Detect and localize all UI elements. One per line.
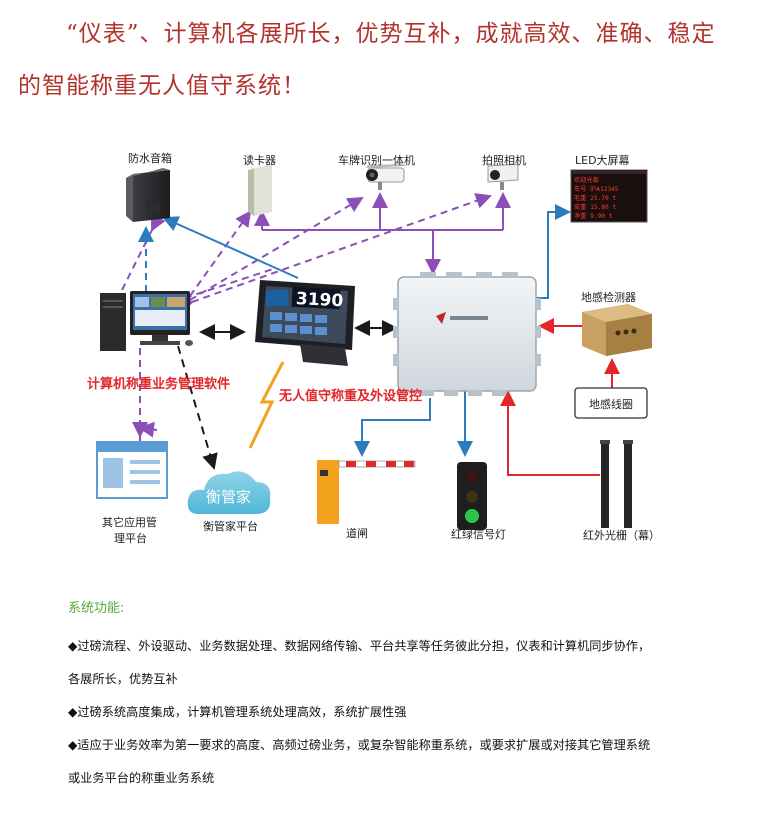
ir-grating-icon xyxy=(600,440,633,528)
computer-icon xyxy=(100,291,193,351)
speaker-icon xyxy=(126,168,170,222)
wireless-bolt xyxy=(248,361,285,449)
headline-line-1: “仪表”、计算机各展所长，优势互补，成就高效、准确、稳定 xyxy=(66,21,716,47)
traffic-light-icon xyxy=(457,462,487,530)
card-reader-icon xyxy=(248,164,272,216)
ground-coil-label: 地感线圈 xyxy=(589,398,633,411)
feature-line: ◆适应于业务效率为第一要求的高度、高频过磅业务，或复杂智能称重系统，或要求扩展或… xyxy=(68,738,651,752)
other-platform-label-2: 理平台 xyxy=(114,532,147,545)
features-section: 系统功能: ◆过磅流程、外设驱动、业务数据处理、数据网络传输、平台共享等任务彼此… xyxy=(68,597,728,795)
photo-camera-icon xyxy=(487,163,519,190)
red-connections xyxy=(500,318,620,476)
feature-line: ◆过磅系统高度集成，计算机管理系统处理高效，系统扩展性强 xyxy=(68,705,407,719)
feature-line: 各展所长，优势互补 xyxy=(68,672,178,686)
features-title: 系统功能: xyxy=(68,601,125,616)
feature-line: ◆过磅流程、外设驱动、业务数据处理、数据网络传输、平台共享等任务彼此分担，仪表和… xyxy=(68,639,651,653)
led-row-text: 毛重 25.70 t xyxy=(574,194,616,202)
led-row-text: 车号 沪A12345 xyxy=(574,185,619,193)
led-row-text: 皮重 15.80 t xyxy=(574,203,616,211)
ground-coil-box xyxy=(574,387,648,419)
gate-icon xyxy=(317,460,416,524)
software-label: 计算机称重业务管理软件 xyxy=(87,377,231,392)
card-reader-label: 读卡器 xyxy=(243,154,276,167)
ground-detector-icon xyxy=(582,304,652,356)
led-screen-label: LED大屏幕 xyxy=(575,154,630,167)
headline-line-2: 的智能称重无人值守系统！ xyxy=(18,73,306,99)
ground-detector-label: 地感检测器 xyxy=(581,291,636,304)
cloud-platform-icon: 衡管家 xyxy=(187,471,271,514)
other-platform-icon xyxy=(96,441,168,499)
plate-camera-label: 车牌识别一体机 xyxy=(338,154,415,167)
svg-text:衡管家: 衡管家 xyxy=(206,488,251,506)
svg-text:3190: 3190 xyxy=(295,289,343,311)
other-platform-label-1: 其它应用管 xyxy=(102,516,157,529)
speaker-label: 防水音箱 xyxy=(128,152,172,165)
led-row-text: 欢迎光临 xyxy=(574,176,599,184)
weighing-indicator-icon: 3190 xyxy=(255,280,355,366)
feature-line: 或业务平台的称重业务系统 xyxy=(68,771,215,785)
controller-label: 无人值守称重及外设管控 xyxy=(279,389,423,404)
controller-box-icon xyxy=(393,272,541,396)
cloud-platform-label: 衡管家平台 xyxy=(203,520,258,533)
gate-label: 道闸 xyxy=(346,527,368,540)
purple-dashed-links xyxy=(119,193,492,438)
traffic-light-label: 红绿信号灯 xyxy=(451,528,506,541)
plate-camera-icon xyxy=(366,164,406,190)
led-row-text: 净重 9.90 t xyxy=(574,212,613,220)
photo-camera-label: 拍照相机 xyxy=(482,154,526,167)
black-connections xyxy=(177,320,398,470)
ir-grating-label: 红外光栅（幕） xyxy=(583,529,660,542)
